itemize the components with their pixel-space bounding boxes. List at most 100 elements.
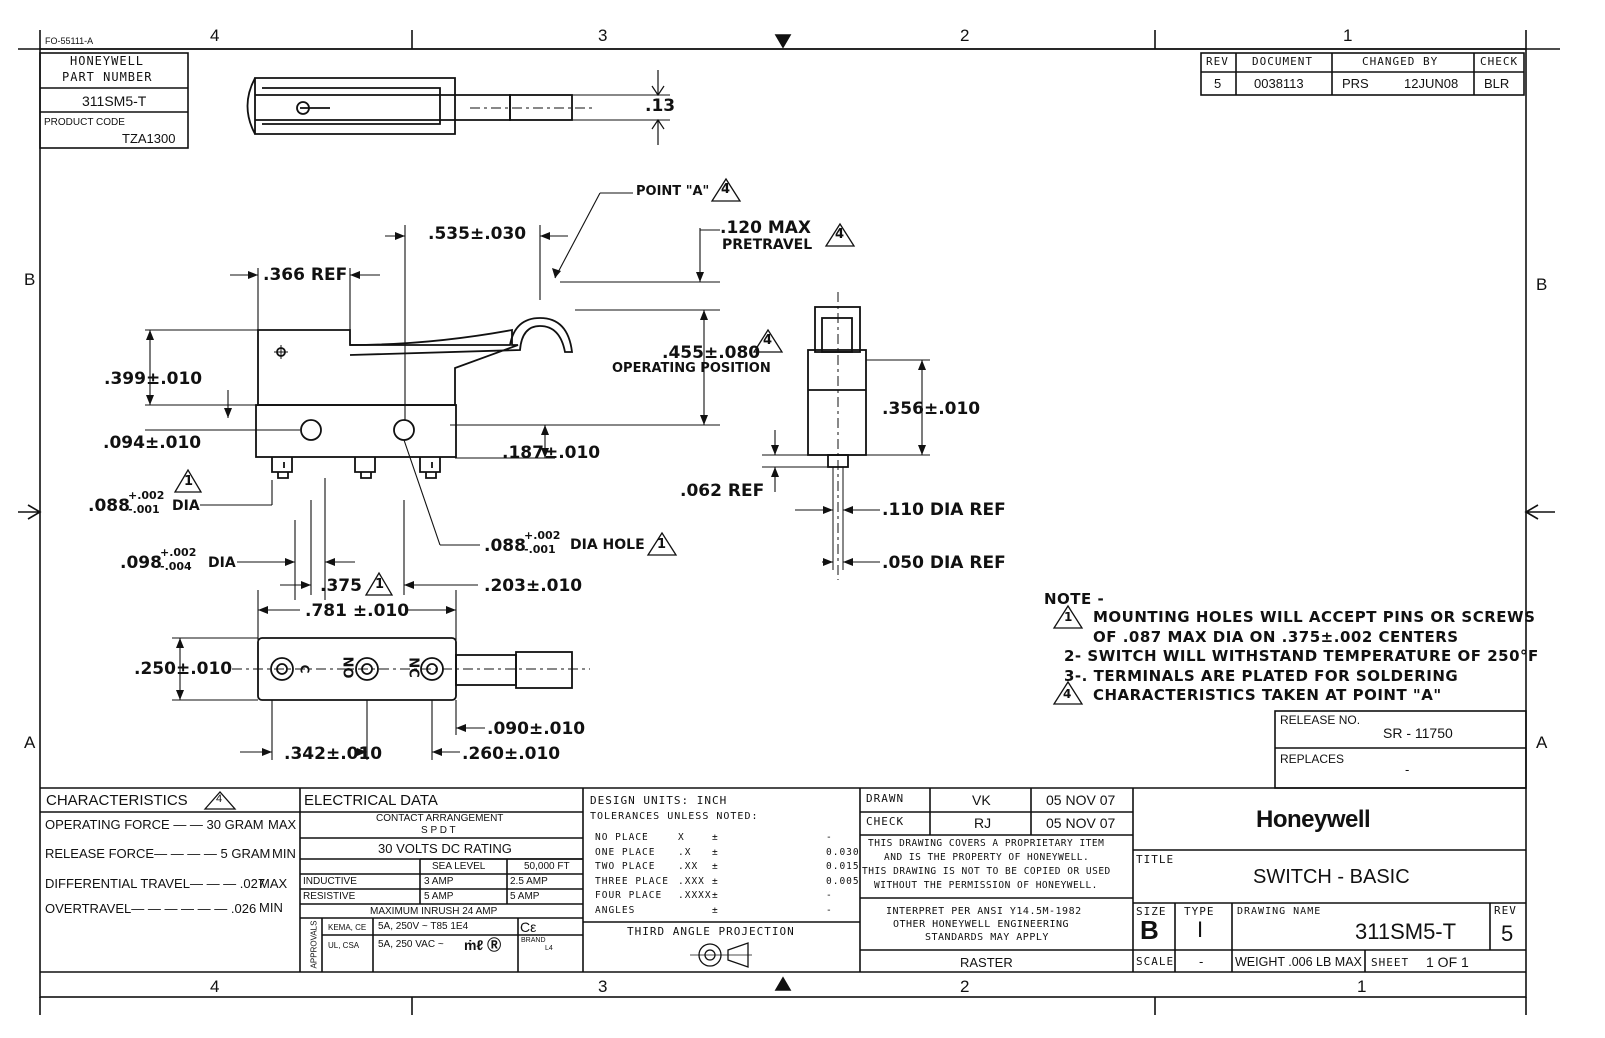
note-flag-4-point-a: 4 [721,182,731,197]
sheet-value: 1 OF 1 [1426,954,1469,970]
dim-094: .094±.010 [103,433,202,453]
dim-088-tol-plus: +.002 [128,489,165,502]
rev-header-changed-by: CHANGED BY [1362,55,1439,68]
top-view [246,70,670,145]
dim-110-dia-ref: .110 DIA REF [882,500,1006,520]
note-2: 2- SWITCH WILL WITHSTAND TEMPERATURE OF … [1064,647,1539,665]
tolerance-val: 0.005 [826,875,860,887]
tolerance-pm: ± [712,832,719,843]
characteristics-title: CHARACTERISTICS [46,792,188,809]
check-by: RJ [974,815,992,831]
drawn-label: DRAWN [866,792,905,805]
weight-value: WEIGHT .006 LB MAX [1235,955,1362,969]
third-angle-projection-label: THIRD ANGLE PROJECTION [627,925,795,938]
tolerance-val: - [826,832,833,843]
operating-position-label: OPERATING POSITION [612,361,771,376]
dim-098-tol-minus: -.004 [160,560,192,573]
third-angle-projection-icon [690,942,752,968]
contact-arrangement-label: CONTACT ARRANGEMENT [376,813,504,824]
ce-mark-icon: Cε [520,919,537,935]
note-1-line-1: MOUNTING HOLES WILL ACCEPT PINS OR SCREW… [1093,608,1536,626]
ul-value: 5A, 250 VAC ~ [378,939,444,950]
part-block-header-1: HONEYWELL [70,54,145,68]
rev-check: BLR [1484,76,1510,91]
dim-098: .098 [120,553,162,573]
char-overtravel: OVERTRAVEL— — — — — — .026 [45,901,257,916]
dim-088-tol-minus: -.001 [128,503,160,516]
note-4: CHARACTERISTICS TAKEN AT POINT "A" [1093,686,1442,704]
design-units: DESIGN UNITS: INCH [590,794,728,807]
dim-050-dia-ref: .050 DIA REF [882,553,1006,573]
char-differential-travel-qual: MAX [259,876,288,891]
tolerance-pm: ± [712,861,719,873]
notes-heading: NOTE - [1044,590,1105,608]
rev-document: 0038113 [1254,76,1304,91]
dim-203: .203±.010 [484,576,583,596]
terminal-no-label: NO [339,656,355,679]
note-flag-4-operating: 4 [763,333,773,348]
dim-535: .535±.030 [428,224,527,244]
product-code-label: PRODUCT CODE [44,117,125,128]
interpret-line-3: STANDARDS MAY APPLY [925,932,1049,943]
tolerance-val: 0.030 [826,846,860,858]
tolerance-name: TWO PLACE [595,861,656,873]
dim-781: .781 ±.010 [305,601,410,621]
rev-value: 5 [1214,76,1222,91]
tolerances-label: TOLERANCES UNLESS NOTED: [590,811,759,822]
scale-value: - [1199,954,1204,969]
voltage-rating: 30 VOLTS DC RATING [378,841,512,856]
dim-098-tol-plus: +.002 [160,546,197,559]
proprietary-line-1: THIS DRAWING COVERS A PROPRIETARY ITEM [868,838,1105,849]
rev-header-rev: REV [1206,55,1229,68]
zone-top-2: 2 [960,26,970,45]
title-label: TITLE [1136,853,1175,866]
interpret-line-1: INTERPRET PER ANSI Y14.5M-1982 [886,906,1082,917]
tolerance-name: FOUR PLACE [595,890,663,902]
resistive-label: RESISTIVE [303,891,356,902]
inductive-label: INDUCTIVE [303,876,357,887]
point-a-label: POINT "A" [636,184,710,199]
type-label: TYPE [1184,905,1215,918]
brand-value: L4 [545,945,553,952]
tolerance-pm: ± [712,905,719,916]
honeywell-logo: Honeywell [1256,806,1371,833]
terminal-c-label: C [297,664,312,674]
dim-187: .187±.010 [502,443,601,463]
note-flag-4-characteristics: 4 [216,793,223,805]
rev-header-check: CHECK [1480,55,1519,68]
rev-header-document: DOCUMENT [1252,55,1313,68]
dim-455: .455±.080 [662,343,761,363]
proprietary-line-3: THIS DRAWING IS NOT TO BE COPIED OR USED [862,866,1111,877]
zone-bottom-1: 1 [1357,977,1367,996]
zone-right-b: B [1536,275,1548,294]
type-value: I [1197,917,1204,942]
note-flag-1-mounting: 1 [184,474,194,489]
revision-table [1200,52,1525,96]
dim-250: .250±.010 [134,659,233,679]
ul-label: UL, CSA [328,941,360,950]
zone-left-b: B [24,270,36,289]
char-differential-travel: DIFFERENTIAL TRAVEL— — — .027 [45,876,266,891]
drawing-name: 311SM5-T [1355,919,1457,944]
char-release-force-qual: MIN [272,846,296,861]
rev-label: REV [1494,904,1517,917]
max-inrush: MAXIMUM INRUSH 24 AMP [370,906,498,917]
zone-bottom-4: 4 [210,977,220,996]
note-flag-4-pretravel: 4 [835,227,845,242]
tolerance-name: NO PLACE [595,832,649,843]
dim-062-ref: .062 REF [680,481,765,501]
tolerance-fmt: .X [678,846,692,858]
dim-356: .356±.010 [882,399,981,419]
resistive-alt: 5 AMP [510,891,540,902]
size-value: B [1140,915,1159,945]
side-view [807,292,867,580]
zone-bottom-2: 2 [960,977,970,996]
dim-375: .375 [320,576,362,596]
rev-changed-by: PRS [1342,76,1369,91]
part-number: 311SM5-T [82,93,147,109]
rev-number: 5 [1501,921,1514,946]
part-number-block [39,52,189,149]
contact-arrangement-value: S P D T [421,825,456,836]
tolerance-pm: ± [712,875,719,887]
bottom-view [232,637,590,701]
